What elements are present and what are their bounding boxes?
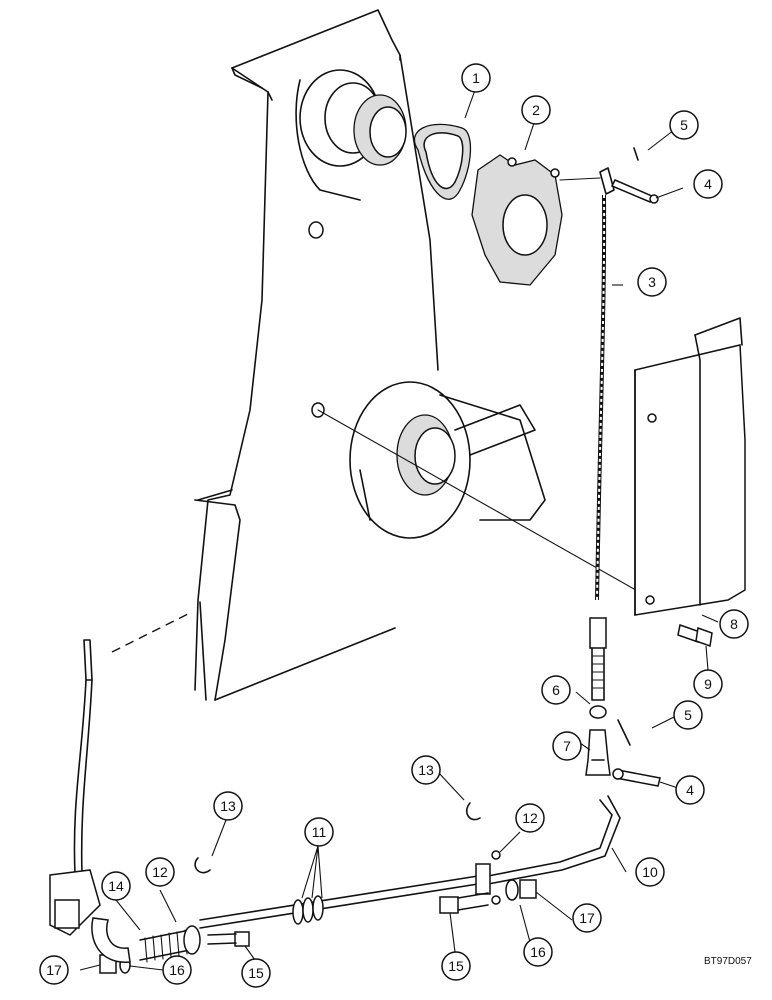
svg-text:15: 15 [448, 958, 464, 974]
callout-14: 14 [101, 871, 131, 901]
callout-13-left: 13 [213, 791, 243, 821]
cotter-pin-upper [633, 147, 639, 161]
linkage-rod [199, 795, 621, 929]
callout-17-right: 17 [572, 903, 602, 933]
svg-text:3: 3 [648, 274, 656, 290]
callout-4-lower: 4 [675, 775, 705, 805]
rod-elbow [91, 917, 131, 963]
callout-16-left: 16 [162, 955, 192, 985]
callout-17-left: 17 [39, 955, 69, 985]
callout-12-left: 12 [145, 857, 175, 887]
nut-right [519, 879, 537, 899]
callout-13-right: 13 [411, 755, 441, 785]
svg-text:15: 15 [248, 965, 264, 981]
rod-bracket-right [475, 850, 501, 905]
callout-16-right: 16 [523, 937, 553, 967]
bolt-right [439, 892, 489, 914]
svg-text:13: 13 [418, 762, 434, 778]
seal-ring [413, 123, 472, 200]
svg-text:14: 14 [108, 878, 124, 894]
svg-text:5: 5 [684, 707, 692, 723]
shield-bolt [677, 624, 713, 648]
svg-text:17: 17 [579, 910, 595, 926]
svg-text:12: 12 [152, 864, 168, 880]
cotter-pin-lower [617, 719, 631, 746]
mounting-plate [471, 154, 563, 286]
callout-8: 8 [719, 609, 749, 639]
callout-9: 9 [693, 669, 723, 699]
bolt-left [207, 931, 250, 947]
callout-15-left: 15 [241, 958, 271, 988]
washer-right [505, 879, 519, 901]
svg-text:16: 16 [169, 962, 185, 978]
svg-text:5: 5 [680, 117, 688, 133]
callout-6: 6 [541, 675, 571, 705]
callout-12-right: 12 [515, 803, 545, 833]
clevis-pin-upper [610, 179, 659, 204]
callout-10: 10 [635, 857, 665, 887]
drawing-reference: BT97D057 [704, 956, 752, 967]
svg-text:16: 16 [530, 944, 546, 960]
svg-text:6: 6 [552, 682, 560, 698]
clevis-pin-lower [612, 768, 661, 787]
callout-7: 7 [552, 731, 582, 761]
alignment-line [317, 409, 651, 599]
svg-text:9: 9 [704, 676, 712, 692]
callout-11: 11 [304, 817, 334, 847]
svg-text:2: 2 [532, 102, 540, 118]
snap-ring-right [465, 802, 481, 821]
svg-text:10: 10 [642, 864, 658, 880]
rod-washers [292, 895, 324, 925]
shield-cover [634, 317, 746, 616]
callout-2: 2 [521, 95, 551, 125]
cable-nut [589, 705, 607, 719]
svg-text:8: 8 [730, 616, 738, 632]
svg-text:12: 12 [522, 810, 538, 826]
control-lever [49, 639, 101, 936]
svg-text:4: 4 [704, 176, 712, 192]
snap-ring-left [194, 857, 211, 874]
svg-text:11: 11 [312, 824, 327, 840]
clevis [585, 729, 611, 776]
callout-4-upper: 4 [693, 169, 723, 199]
callout-5-upper: 5 [669, 110, 699, 140]
svg-text:7: 7 [563, 738, 571, 754]
callout-5-lower: 5 [673, 700, 703, 730]
svg-text:13: 13 [220, 798, 236, 814]
callout-3: 3 [637, 267, 667, 297]
svg-text:1: 1 [472, 70, 480, 86]
spring [139, 925, 201, 963]
svg-text:4: 4 [686, 782, 694, 798]
svg-text:17: 17 [46, 962, 62, 978]
loader-frame [111, 9, 546, 701]
callout-15-right: 15 [441, 951, 471, 981]
control-cable [559, 167, 615, 701]
callout-1: 1 [461, 63, 491, 93]
